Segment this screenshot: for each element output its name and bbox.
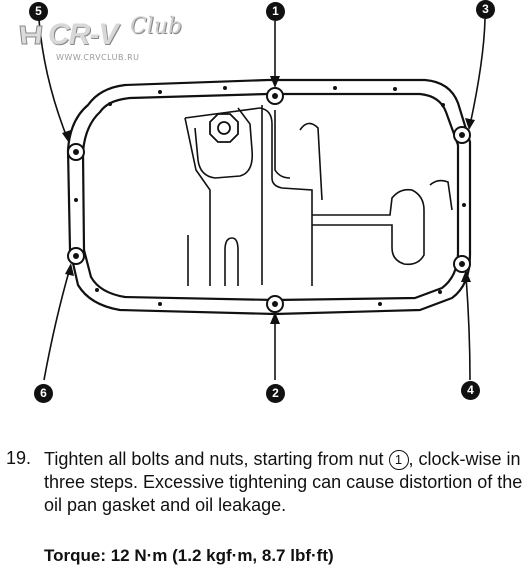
- callout-1: 1: [266, 2, 285, 21]
- gasket-dots: [74, 86, 466, 306]
- honda-h-icon: [19, 25, 43, 45]
- arrow-icon: [62, 76, 475, 324]
- oil-pan-diagram: [38, 18, 486, 381]
- callout-1-label: 1: [272, 4, 279, 18]
- callout-2: 2: [266, 384, 285, 403]
- drain-plug: [209, 113, 239, 143]
- callout-3: 3: [476, 0, 495, 19]
- step-number: 19.: [6, 448, 32, 468]
- logo-script: Club: [130, 14, 183, 39]
- logo-brand: CR-V: [48, 18, 118, 51]
- callout-2-label: 2: [272, 386, 279, 400]
- logo-url: WWW.CRVCLUB.RU: [56, 53, 140, 62]
- bolt-centers: [73, 93, 465, 307]
- callout-6: 6: [34, 384, 53, 403]
- torque-spec: Torque: 12 N·m (1.2 kgf·m, 8.7 lbf·ft): [44, 546, 334, 565]
- oil-pan-body: [184, 105, 453, 286]
- callout-4-label: 4: [467, 383, 474, 397]
- callout-3-label: 3: [482, 2, 489, 16]
- step-text: Tighten all bolts and nuts, starting fro…: [44, 448, 526, 517]
- gasket-outline: [66, 78, 472, 316]
- callout-6-label: 6: [40, 386, 47, 400]
- callout-5: 5: [29, 2, 48, 21]
- step-text-after: , clock-wise in three steps. Excessive t…: [44, 449, 523, 515]
- leader-lines: [38, 18, 486, 381]
- callout-5-label: 5: [35, 4, 42, 18]
- bolt-icon: [67, 87, 471, 313]
- callout-4: 4: [461, 381, 480, 400]
- step-text-before: Tighten all bolts and nuts, starting fro…: [44, 449, 389, 469]
- circled-ref: 1: [388, 450, 409, 470]
